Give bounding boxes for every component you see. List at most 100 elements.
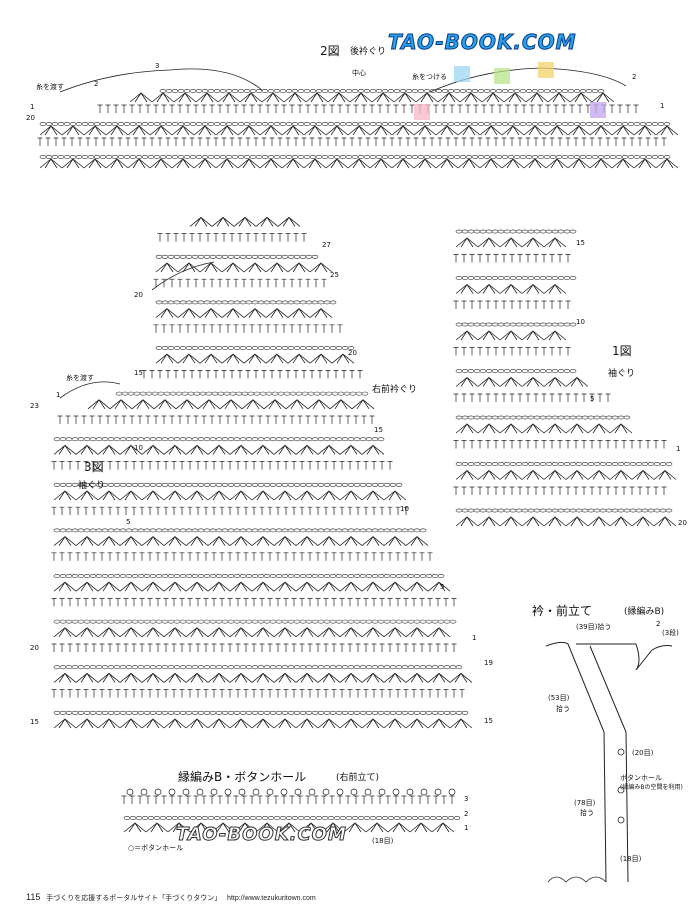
diagram3-stitch-fan: [141, 490, 165, 501]
d3-row-25: 25: [330, 271, 339, 279]
diagram1-stitch-chain: [455, 229, 577, 234]
diagram3-yarn-arc: [59, 381, 121, 399]
diagram2-yarn-arc: [59, 68, 263, 93]
diagram2-stitch-fan: [259, 125, 283, 136]
diagram1-stitch-chain: [455, 415, 631, 420]
diagram1-stitch-fan: [565, 516, 589, 527]
diagram3-stitch-fan: [185, 535, 209, 546]
edging-stitch-fan: [321, 822, 345, 833]
edging-picot: [350, 788, 358, 796]
diagram3-stitch-fan: [233, 216, 257, 227]
diagram1-stitch-fan: [455, 330, 479, 341]
diagram2-stitch-fan: [567, 158, 591, 169]
diagram1-stitch-fan: [631, 469, 655, 480]
diagram3-stitch-fan: [141, 672, 165, 683]
diagram2-stitch-fan: [129, 92, 153, 103]
diagram1-stitch-fan: [455, 516, 479, 527]
diagram3-stitch-fan: [141, 444, 165, 455]
diagram3-stitch-fan: [383, 581, 407, 592]
diagram3-stitch-fan: [427, 581, 451, 592]
diagram3-stitch-fan: [229, 535, 253, 546]
diagram3-stitch-fan: [119, 490, 143, 501]
diagram1-subtitle: 袖ぐり: [608, 369, 636, 379]
diagram1-stitch-fan: [565, 376, 589, 387]
diagram3-subtitle: 袖ぐり: [78, 481, 106, 491]
edging-picot: [126, 788, 134, 796]
diagram1-stitch-fan: [587, 469, 611, 480]
diagram3-stitch-dc: [51, 598, 457, 607]
diagram3-stitch-fan: [175, 399, 199, 410]
diagram3-stitch-fan: [119, 535, 143, 546]
diagram1-stitch-dc: [453, 440, 667, 449]
edging-stitch-fan: [343, 822, 367, 833]
diagram3-stitch-fan: [243, 262, 267, 273]
edging-picot: [168, 788, 176, 796]
diagram2-stitch-fan: [215, 158, 239, 169]
diagram2-stitch-chain: [159, 89, 605, 93]
diagram3-stitch-fan: [97, 627, 121, 638]
edging-picot: [308, 788, 316, 796]
diagram3-stitch-fan: [177, 262, 201, 273]
diagram3-stitch-fan: [273, 672, 297, 683]
d3-row-10: 10: [400, 505, 409, 513]
diagram2-stitch-fan: [413, 158, 437, 169]
diagram3-stitch-fan: [251, 627, 275, 638]
edging-picot: [378, 788, 386, 796]
collar-buttonhole-mark-1: [617, 786, 625, 794]
diagram3-stitch-fan: [75, 672, 99, 683]
diagram1-stitch-fan: [609, 423, 633, 434]
edging-stitch-fan: [277, 822, 301, 833]
diagram3-stitch-fan: [97, 581, 121, 592]
diagram3-stitch-fan: [229, 718, 253, 729]
diagram3-stitch-fan: [339, 627, 363, 638]
diagram3-stitch-fan: [155, 353, 179, 364]
edging-picot: [182, 788, 190, 796]
d3-row-27: 27: [322, 241, 331, 249]
diagram3-stitch-fan: [331, 353, 355, 364]
edging-picot: [238, 788, 246, 796]
diagram2-stitch-fan: [237, 158, 261, 169]
diagram2-stitch-fan: [281, 125, 305, 136]
footer-text: 手づくりを応援するポータルサイト「手づくりタウン」: [46, 895, 222, 902]
diagram2-attach-label: 糸をつける: [412, 73, 447, 81]
diagram2-row-2: 2: [94, 80, 99, 88]
diagram2-title: 2図: [320, 44, 340, 58]
diagram2-stitch-chain: [39, 122, 671, 126]
diagram3-stitch-fan: [273, 535, 297, 546]
diagram3-stitch-fan: [317, 581, 341, 592]
diagram1-stitch-fan: [543, 330, 567, 341]
diagram2-stitch-fan: [413, 125, 437, 136]
diagram2-stitch-fan: [305, 92, 329, 103]
diagram1-stitch-fan: [477, 376, 501, 387]
watermark-bottom: TAO-BOOK.COM: [176, 824, 347, 846]
watermark-top: TAO-BOOK.COM: [388, 30, 577, 55]
d3-left-15b: 15: [30, 718, 39, 726]
edging-stitch-fan: [145, 822, 169, 833]
diagram3-stitch-fan: [177, 353, 201, 364]
diagram2-stitch-fan: [327, 92, 351, 103]
diagram2-stitch-fan: [173, 92, 197, 103]
diagram2-stitch-fan: [239, 92, 263, 103]
diagram2-stitch-fan: [171, 158, 195, 169]
diagram3-stitch-chain: [53, 619, 457, 624]
diagram3-stitch-fan: [361, 535, 385, 546]
diagram1-title: 1図: [612, 344, 632, 358]
diagram3-stitch-fan: [207, 672, 231, 683]
collar-title: 衿・前立て: [532, 604, 593, 618]
edging-stitch-fan: [387, 822, 411, 833]
diagram1-stitch-fan: [543, 237, 567, 248]
diagram2-stitch-fan: [547, 92, 571, 103]
d3-left-10: 10: [134, 444, 143, 452]
edging-picot: [280, 788, 288, 796]
diagram3-stitch-fan: [221, 353, 245, 364]
footer: 115 手づくりを応援するポータルサイト「手づくりタウン」 http://www…: [26, 892, 316, 903]
diagram3-stitch-chain: [115, 391, 369, 396]
diagram1-stitch-fan: [587, 423, 611, 434]
edging-picot: [406, 788, 414, 796]
diagram3-stitch-fan: [53, 490, 77, 501]
diagram3-stitch-fan: [263, 399, 287, 410]
collar-hem-scallop: [547, 876, 607, 883]
diagram3-stitch-fan: [295, 490, 319, 501]
edging-stitch-fan: [211, 822, 235, 833]
diagram3-stitch-fan: [185, 490, 209, 501]
